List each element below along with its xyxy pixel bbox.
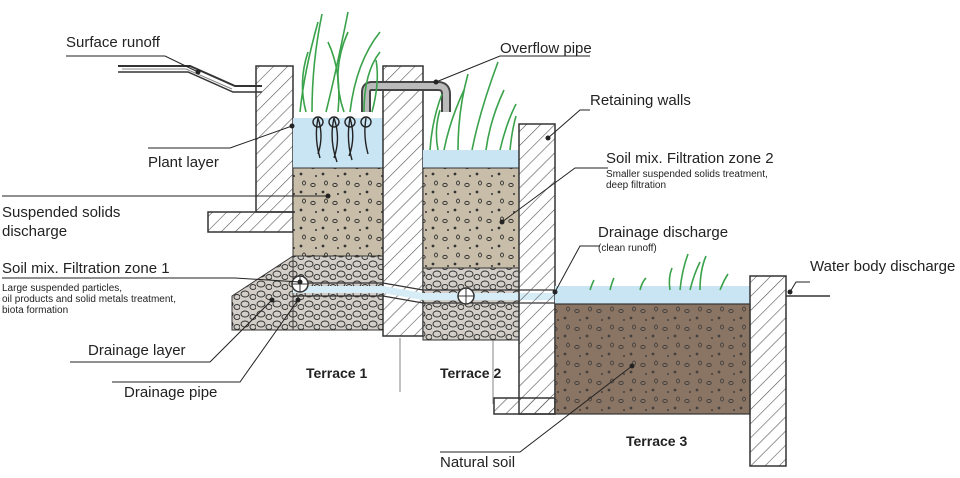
leader-lines xyxy=(2,55,810,453)
label-soil-mix-zone-1-desc-3: biota formation xyxy=(2,305,69,316)
plants-terrace-3 xyxy=(589,253,729,291)
label-soil-mix-zone-1-desc-2: oil products and solid metals treatment, xyxy=(2,294,176,305)
plant-roots xyxy=(312,116,372,163)
overflow-pipe xyxy=(361,81,451,112)
retaining-wall-left-footing xyxy=(207,211,294,233)
terrace-dimension-lines xyxy=(399,338,494,404)
label-drainage-layer: Drainage layer xyxy=(88,342,186,359)
label-drainage-discharge-desc: (clean runoff) xyxy=(598,243,657,254)
label-drainage-discharge: Drainage discharge xyxy=(598,224,729,241)
label-terrace-1: Terrace 1 xyxy=(306,365,368,381)
label-suspended-solids-1: Suspended solids xyxy=(2,204,121,221)
ponding-water-2 xyxy=(423,150,519,170)
plants-terrace-1 xyxy=(299,11,381,113)
label-terrace-2: Terrace 2 xyxy=(440,365,502,381)
label-natural-soil: Natural soil xyxy=(440,454,516,471)
ponding-water-3 xyxy=(555,286,750,304)
label-plant-layer: Plant layer xyxy=(148,154,219,171)
terrace-3-cell xyxy=(554,286,751,415)
retaining-wall-left xyxy=(255,65,294,213)
label-retaining-walls: Retaining walls xyxy=(590,92,691,109)
label-surface-runoff: Surface runoff xyxy=(66,34,160,51)
leader-dots xyxy=(195,69,793,369)
plants-terrace-2 xyxy=(429,61,517,151)
terrace-2-cell xyxy=(422,150,520,341)
label-soil-mix-zone-2: Soil mix. Filtration zone 2 xyxy=(606,150,774,167)
surface-runoff-inlet xyxy=(118,65,262,93)
retaining-wall-right xyxy=(518,123,556,415)
retaining-wall-far-right xyxy=(749,275,787,467)
drainage-pipe xyxy=(291,275,560,305)
label-soil-mix-zone-2-desc-1: Smaller suspended solids treatment, xyxy=(606,169,768,180)
label-water-body-discharge: Water body discharge xyxy=(810,258,956,275)
label-terrace-3: Terrace 3 xyxy=(626,433,688,449)
label-drainage-pipe: Drainage pipe xyxy=(124,384,218,401)
label-soil-mix-zone-2-desc-2: deep filtration xyxy=(606,180,667,191)
label-soil-mix-zone-1: Soil mix. Filtration zone 1 xyxy=(2,260,170,277)
label-overflow-pipe: Overflow pipe xyxy=(500,40,592,57)
label-soil-mix-zone-1-desc-1: Large suspended particles, xyxy=(2,283,123,294)
label-suspended-solids-2: discharge xyxy=(2,223,68,240)
